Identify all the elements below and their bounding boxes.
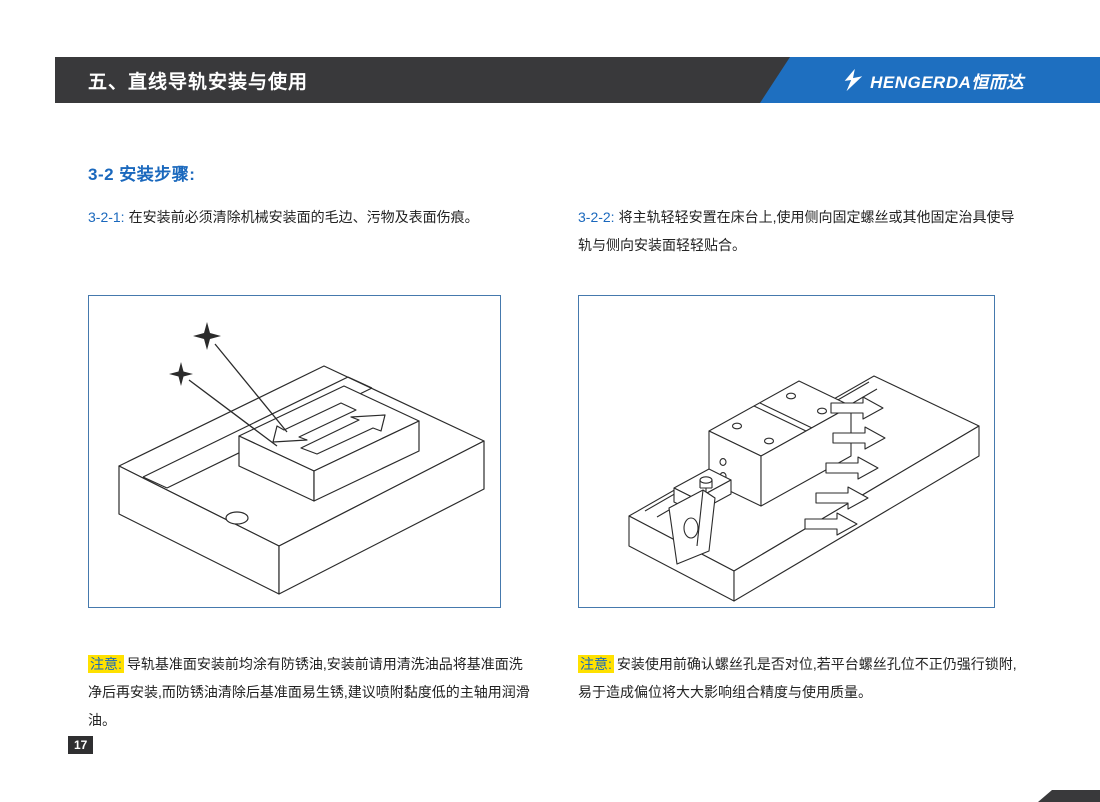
note-right-label: 注意:: [578, 655, 614, 673]
burr-sparkle-icon: [169, 322, 221, 386]
page-number: 17: [68, 736, 94, 754]
sub-section-heading: 3-2 安装步骤:: [88, 165, 196, 184]
rail-placement-drawing: [628, 375, 980, 602]
step-3-2-2-label: 3-2-2:: [578, 209, 615, 225]
slide-direction-arrows: [272, 402, 386, 455]
step-3-2-2-text: 将主轨轻轻安置在床台上,使用侧向固定螺丝或其他固定治具使导轨与侧向安装面轻轻贴合…: [578, 209, 1015, 253]
brand-text: HENGERDA恒而达: [870, 72, 1024, 92]
step-3-2-1-text: 在安装前必须清除机械安装面的毛边、污物及表面伤痕。: [128, 209, 479, 225]
note-right: 注意:安装使用前确认螺丝孔是否对位,若平台螺丝孔位不正仍强行锁附,易于造成偏位将…: [578, 650, 1020, 706]
push-direction-arrows: [804, 396, 886, 536]
fixing-clamp: [668, 476, 716, 565]
step-3-2-1-label: 3-2-1:: [88, 209, 125, 225]
note-left: 注意:导轨基准面安装前均涂有防锈油,安装前请用清洗油品将基准面洗净后再安装,而防…: [88, 650, 530, 734]
brand-logo: HENGERDA恒而达: [841, 68, 1024, 93]
hengerda-logo-icon: [841, 68, 865, 92]
step-3-2-2: 3-2-2:将主轨轻轻安置在床台上,使用侧向固定螺丝或其他固定治具使导轨与侧向安…: [578, 203, 1020, 259]
note-left-text: 导轨基准面安装前均涂有防锈油,安装前请用清洗油品将基准面洗净后再安装,而防锈油清…: [88, 656, 530, 728]
figure-clean-surface-diagram: [88, 295, 501, 608]
note-right-text: 安装使用前确认螺丝孔是否对位,若平台螺丝孔位不正仍强行锁附,易于造成偏位将大大影…: [578, 656, 1017, 700]
figure-rail-placement-diagram: [578, 295, 995, 608]
section-title: 五、直线导轨安装与使用: [88, 71, 309, 93]
page-corner-mark: [1038, 790, 1100, 802]
clean-surface-drawing: [118, 322, 485, 595]
machine-base: [118, 365, 485, 595]
header-section-bar: 五、直线导轨安装与使用: [55, 57, 790, 103]
burr-pointer-lines: [188, 343, 288, 447]
step-3-2-1: 3-2-1:在安装前必须清除机械安装面的毛边、污物及表面伤痕。: [88, 203, 530, 231]
note-left-label: 注意:: [88, 655, 124, 673]
